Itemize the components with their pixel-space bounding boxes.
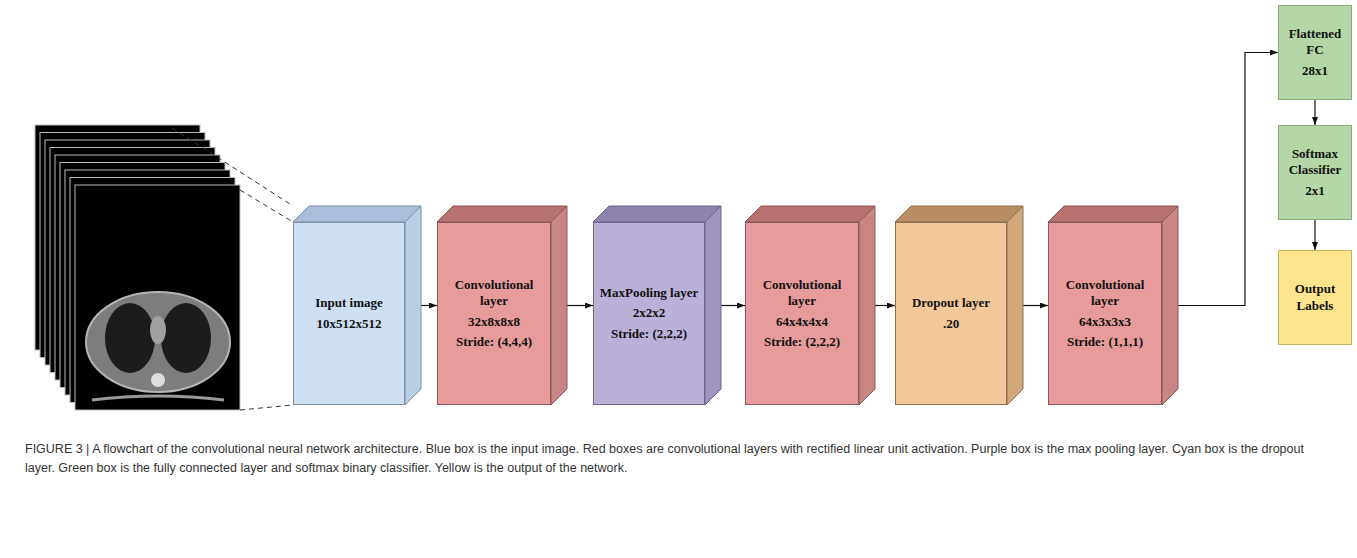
- layer-label: Output Labels: [1282, 281, 1348, 314]
- layer-label: 10x512x512: [317, 316, 382, 332]
- box-content: Flattened FC 28x1: [1278, 5, 1352, 100]
- layer-label: 64x3x3x3: [1079, 314, 1131, 330]
- box-content: Convolutional layer 64x4x4x4Stride: (2,2,…: [745, 222, 859, 405]
- layer-label: .20: [943, 316, 959, 332]
- flow-arrow: [1023, 305, 1048, 306]
- box-content: Convolutional layer 64x3x3x3Stride: (1,1,…: [1048, 222, 1162, 405]
- layer-label: Stride: (4,4,4): [456, 334, 532, 350]
- layer-box: Softmax Classifier 2x1: [1278, 125, 1352, 220]
- layer-label: Flattened FC: [1282, 26, 1348, 59]
- layer-label: 64x4x4x4: [776, 314, 828, 330]
- layer-box: Convolutional layer 32x8x8x8Stride: (4,4,…: [437, 222, 551, 405]
- flow-arrow: [721, 305, 745, 306]
- flow-arrow: [1314, 100, 1315, 125]
- layer-label: Input image: [315, 295, 383, 311]
- box-content: MaxPooling layer 2x2x2Stride: (2,2,2): [593, 222, 705, 405]
- box-content: Output Labels: [1278, 250, 1352, 345]
- layer-label: Stride: (1,1,1): [1067, 334, 1143, 350]
- layer-box: Output Labels: [1278, 250, 1352, 345]
- layer-box: Convolutional layer 64x4x4x4Stride: (2,2,…: [745, 222, 859, 405]
- flow-arrow: [421, 305, 437, 306]
- layer-label: Dropout layer: [912, 295, 990, 311]
- layer-box: Convolutional layer 64x3x3x3Stride: (1,1,…: [1048, 222, 1162, 405]
- layer-label: MaxPooling layer: [600, 285, 699, 301]
- box-content: Convolutional layer 32x8x8x8Stride: (4,4,…: [437, 222, 551, 405]
- layer-label: Softmax Classifier: [1282, 146, 1348, 179]
- flow-arrow: [567, 305, 593, 306]
- figure-caption: FIGURE 3 | A flowchart of the convolutio…: [25, 440, 1330, 479]
- layer-box: Flattened FC 28x1: [1278, 5, 1352, 100]
- layer-box: Dropout layer .20: [895, 222, 1007, 405]
- layer-label: Stride: (2,2,2): [764, 334, 840, 350]
- flow-arrow: [1314, 220, 1315, 250]
- layer-label: 28x1: [1302, 63, 1328, 79]
- layer-label: 2x1: [1305, 183, 1325, 199]
- flow-arrow: [875, 305, 895, 306]
- layer-box: MaxPooling layer 2x2x2Stride: (2,2,2): [593, 222, 705, 405]
- ct-cross-section: [86, 292, 230, 400]
- layer-label: Convolutional layer: [749, 277, 855, 310]
- flow-arrow: [1178, 53, 1278, 306]
- layer-label: Convolutional layer: [441, 277, 547, 310]
- layer-label: 32x8x8x8: [468, 314, 520, 330]
- layer-box: Input image 10x512x512: [293, 222, 405, 405]
- ct-slices: [35, 125, 240, 410]
- box-content: Input image 10x512x512: [293, 222, 405, 405]
- dashed-projection: [172, 128, 293, 410]
- box-content: Dropout layer .20: [895, 222, 1007, 405]
- layer-label: Convolutional layer: [1052, 277, 1158, 310]
- layer-label: 2x2x2: [633, 305, 666, 321]
- layer-label: Stride: (2,2,2): [611, 326, 687, 342]
- box-content: Softmax Classifier 2x1: [1278, 125, 1352, 220]
